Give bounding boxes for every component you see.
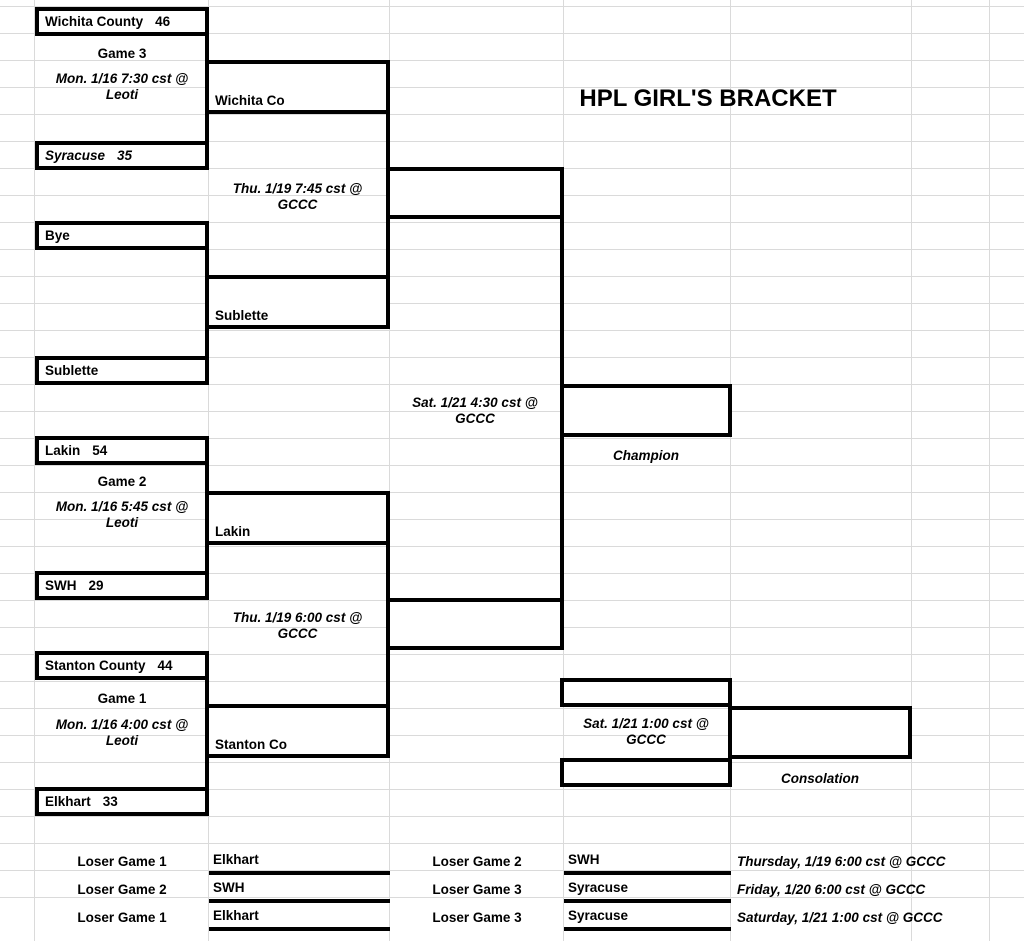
semifinal1-schedule-line1: Thu. 1/19 7:45 cst @ — [232, 181, 363, 196]
consolation-schedule-line1: Sat. 1/21 1:00 cst @ — [583, 716, 709, 731]
final-schedule-line1: Sat. 1/21 4:30 cst @ — [412, 395, 538, 410]
game1-schedule-line1: Mon. 1/16 4:00 cst @ — [55, 717, 189, 732]
team-box-lakin: Lakin 54 — [35, 436, 209, 465]
loser-left-team: Elkhart — [213, 852, 259, 867]
winner-box-stanton-co: Stanton Co — [205, 704, 390, 758]
team-box-bye: Bye — [35, 221, 209, 250]
final-schedule-line2: GCCC — [455, 411, 495, 426]
semifinal2-winner-slot — [386, 598, 564, 650]
loser-left-underline — [209, 899, 390, 903]
game2-schedule-line2: Leoti — [105, 515, 139, 530]
consolation-schedule-line2: GCCC — [626, 732, 666, 747]
team-score: 33 — [102, 794, 118, 809]
grid-line-vertical — [389, 0, 390, 941]
team-name: Sublette — [45, 363, 99, 378]
grid-line-vertical — [989, 0, 990, 941]
game2-schedule-line1: Mon. 1/16 5:45 cst @ — [55, 499, 189, 514]
team-score: 35 — [117, 148, 133, 163]
game3-schedule-line1: Mon. 1/16 7:30 cst @ — [55, 71, 189, 86]
loser-game-datetime: Thursday, 1/19 6:00 cst @ GCCC — [737, 854, 946, 869]
team-box-sublette: Sublette — [35, 356, 209, 385]
loser-right-team: SWH — [568, 852, 600, 867]
champion-label: Champion — [613, 448, 679, 463]
consolation-label: Consolation — [781, 771, 859, 786]
grid-line-vertical — [911, 0, 912, 941]
page-title: HPL GIRL'S BRACKET — [579, 85, 837, 112]
game1-schedule-line2: Leoti — [105, 733, 139, 748]
game3-schedule-line2: Leoti — [105, 87, 139, 102]
winner-box-wichita-co: Wichita Co — [205, 60, 390, 114]
team-box-swh: SWH 29 — [35, 571, 209, 600]
loser-left-underline — [209, 871, 390, 875]
team-score: 29 — [88, 578, 104, 593]
loser-left-label: Loser Game 1 — [77, 854, 167, 869]
team-score: 54 — [92, 443, 108, 458]
semifinal2-schedule-line2: GCCC — [277, 626, 318, 641]
winner-name: Lakin — [215, 524, 251, 539]
game1-schedule: Mon. 1/16 4:00 cst @ Leoti — [30, 717, 214, 749]
loser-left-underline — [209, 927, 390, 931]
team-score: 44 — [157, 658, 173, 673]
loser-right-label: Loser Game 3 — [432, 910, 522, 925]
team-box-wichita-county: Wichita County 46 — [35, 7, 209, 36]
semifinal1-schedule: Thu. 1/19 7:45 cst @ GCCC — [205, 181, 390, 213]
loser-right-team: Syracuse — [568, 908, 629, 923]
team-box-elkhart: Elkhart 33 — [35, 787, 209, 816]
team-box-stanton-county: Stanton County 44 — [35, 651, 209, 680]
consolation-entry-slot-top — [560, 678, 732, 707]
champion-slot — [560, 384, 732, 437]
semifinal2-schedule-line1: Thu. 1/19 6:00 cst @ — [232, 610, 363, 625]
team-name: Syracuse — [45, 148, 106, 163]
semifinal1-schedule-line2: GCCC — [277, 197, 318, 212]
loser-game-datetime: Friday, 1/20 6:00 cst @ GCCC — [737, 882, 926, 897]
loser-left-team: Elkhart — [213, 908, 259, 923]
consolation-entry-slot-bottom — [560, 758, 732, 787]
semifinal2-schedule: Thu. 1/19 6:00 cst @ GCCC — [205, 610, 390, 642]
loser-left-team: SWH — [213, 880, 245, 895]
team-name: Lakin — [45, 443, 81, 458]
loser-right-team: Syracuse — [568, 880, 629, 895]
winner-name: Stanton Co — [215, 737, 287, 752]
loser-right-label: Loser Game 2 — [432, 854, 522, 869]
winner-name: Sublette — [215, 308, 269, 323]
game3-label: Game 3 — [97, 46, 147, 61]
team-name: Stanton County — [45, 658, 146, 673]
grid-line-vertical — [34, 0, 35, 941]
loser-right-underline — [564, 871, 731, 875]
team-name: Bye — [45, 228, 70, 243]
semifinal1-winner-slot — [386, 167, 564, 219]
consolation-schedule: Sat. 1/21 1:00 cst @ GCCC — [560, 716, 732, 748]
loser-right-underline — [564, 899, 731, 903]
loser-game-datetime: Saturday, 1/21 1:00 cst @ GCCC — [737, 910, 943, 925]
winner-box-lakin: Lakin — [205, 491, 390, 545]
winner-box-sublette: Sublette — [205, 275, 390, 329]
winner-name: Wichita Co — [215, 93, 285, 108]
loser-left-label: Loser Game 2 — [77, 882, 167, 897]
team-score: 46 — [155, 14, 171, 29]
game2-schedule: Mon. 1/16 5:45 cst @ Leoti — [30, 499, 214, 531]
team-name: SWH — [45, 578, 77, 593]
game3-schedule: Mon. 1/16 7:30 cst @ Leoti — [30, 71, 214, 103]
game1-label: Game 1 — [97, 691, 147, 706]
loser-right-label: Loser Game 3 — [432, 882, 522, 897]
team-name: Elkhart — [45, 794, 91, 809]
final-schedule: Sat. 1/21 4:30 cst @ GCCC — [386, 395, 564, 427]
team-name: Wichita County — [45, 14, 144, 29]
team-box-syracuse: Syracuse 35 — [35, 141, 209, 170]
grid-line-vertical — [730, 0, 731, 941]
game2-label: Game 2 — [97, 474, 147, 489]
consolation-winner-slot — [728, 706, 912, 759]
loser-left-label: Loser Game 1 — [77, 910, 167, 925]
loser-right-underline — [564, 927, 731, 931]
